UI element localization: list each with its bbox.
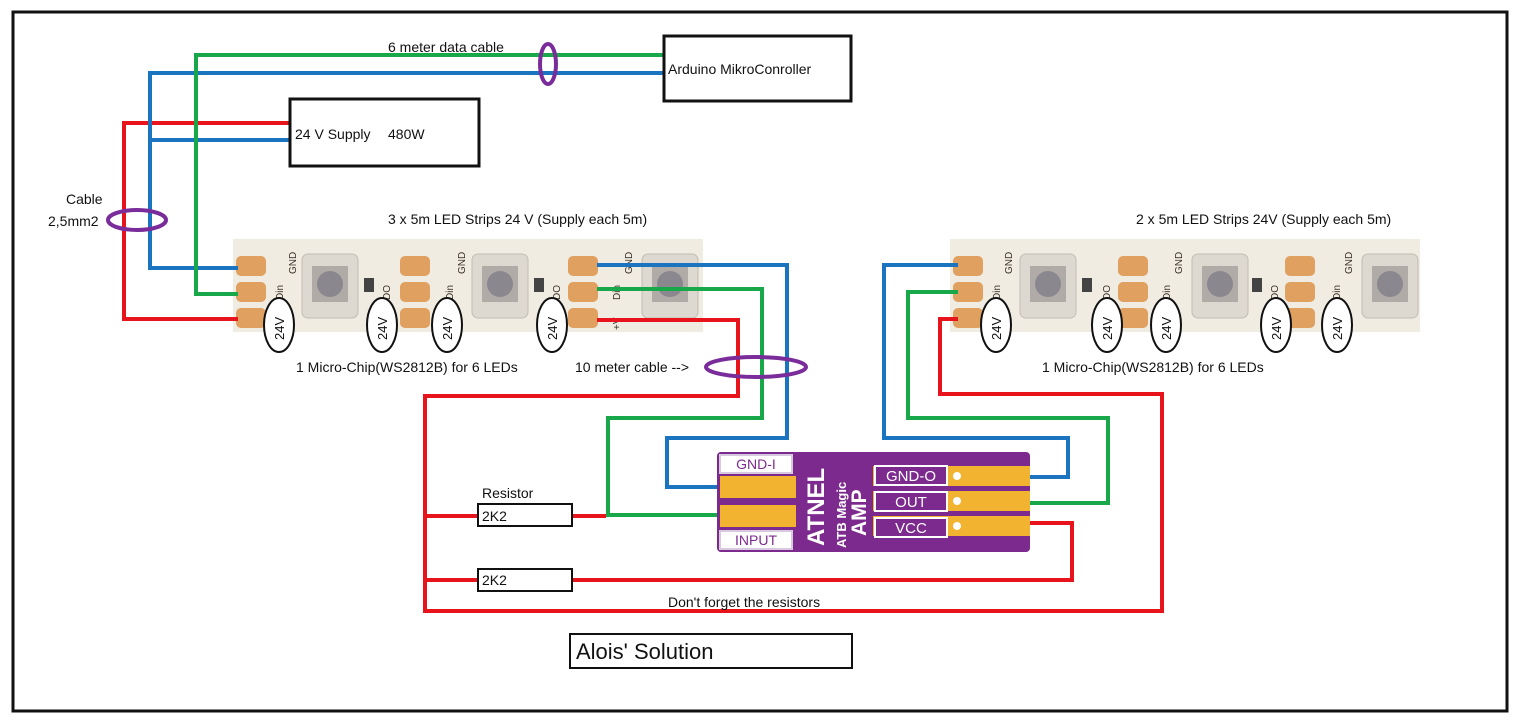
voltage-badge-label: 24V: [545, 317, 560, 340]
din-marking: Din: [612, 285, 623, 300]
voltage-badge-label: 24V: [1100, 317, 1115, 340]
strips-left-title: 3 x 5m LED Strips 24 V (Supply each 5m): [388, 211, 647, 227]
resistor-2: 2K2: [477, 568, 573, 592]
voltage-badges: 24V 24V 24V 24V 24V 24V 24V 24V 24V: [263, 297, 1353, 353]
voltage-badge: 24V: [536, 297, 568, 353]
strip-right-print: Din GND DO Din GND DO Din GND: [992, 252, 1355, 300]
din-marking: Din: [445, 285, 456, 300]
voltage-badge: 24V: [431, 297, 463, 353]
amp-gnd-i: GND-I: [736, 456, 776, 472]
gnd-marking: GND: [457, 252, 468, 274]
cable-ferrites: [106, 42, 808, 379]
voltage-badge: 24V: [1150, 297, 1182, 353]
amp-input: INPUT: [735, 532, 777, 548]
voltage-badge-label: 24V: [375, 317, 390, 340]
ferrite-ring-data: [538, 42, 558, 86]
supply-wattage: 480W: [388, 126, 425, 142]
din-marking: Din: [992, 285, 1003, 300]
amp-brand: ATNEL: [803, 468, 830, 546]
chip-note-right: 1 Micro-Chip(WS2812B) for 6 LEDs: [1042, 359, 1264, 375]
data-wires: [194, 53, 1110, 517]
ferrite-ring-power: [106, 208, 168, 232]
ten-meter-cable-label: 10 meter cable -->: [575, 359, 689, 375]
din-marking: Din: [1162, 285, 1173, 300]
resistor-2-value: 2K2: [482, 572, 507, 588]
amp-gnd-o: GND-O: [886, 468, 936, 485]
do-marking: DO: [1102, 285, 1113, 300]
voltage-badge: 24V: [1091, 297, 1123, 353]
resistor-1: 2K2: [477, 503, 573, 527]
din-marking: Din: [275, 285, 286, 300]
resistor-label: Resistor: [482, 485, 534, 501]
gnd-marking: GND: [1004, 252, 1015, 274]
cable-size-label: 2,5mm2: [48, 213, 99, 229]
voltage-badge: 24V: [980, 297, 1012, 353]
voltage-badge-label: 24V: [1159, 317, 1174, 340]
amp-model-line1: ATB Magic: [834, 482, 849, 548]
supply-box: 24 V Supply 480W: [288, 97, 481, 168]
gnd-marking: GND: [1174, 252, 1185, 274]
cable-label: Cable: [66, 191, 103, 207]
arduino-box: Arduino MikroConroller: [662, 34, 853, 103]
amp-out: OUT: [895, 494, 927, 511]
strip-left-pads: [236, 256, 598, 328]
solution-title-box: Alois' Solution: [569, 633, 853, 669]
led-strip-left: Din GND DO Din GND DO Din GND +V: [233, 239, 703, 332]
voltage-badge-label: 24V: [1269, 317, 1284, 340]
dont-forget-note: Don't forget the resistors: [668, 594, 820, 610]
strip-right-pads: [953, 256, 1315, 328]
amp-vcc: VCC: [895, 520, 927, 537]
din-marking: Din: [1332, 285, 1343, 300]
supply-name: 24 V Supply: [295, 126, 371, 142]
amp-model-line2: AMP: [848, 489, 871, 536]
voltage-badge: 24V: [366, 297, 398, 353]
gnd-marking: GND: [288, 252, 299, 274]
strip-right-leds: [1019, 253, 1419, 319]
plus-v-marking: +V: [612, 317, 623, 330]
data-cable-label: 6 meter data cable: [388, 39, 504, 55]
chip-note-left: 1 Micro-Chip(WS2812B) for 6 LEDs: [296, 359, 518, 375]
atnel-amp-board: GND-I INPUT GND-O OUT VCC ATNEL ATB Magi…: [717, 452, 1030, 552]
voltage-badge-label: 24V: [272, 317, 287, 340]
gnd-marking: GND: [624, 252, 635, 274]
strips-right-title: 2 x 5m LED Strips 24V (Supply each 5m): [1136, 211, 1391, 227]
do-marking: DO: [1270, 285, 1281, 300]
strip-left-print: Din GND DO Din GND DO Din GND +V: [275, 252, 635, 330]
gnd-marking: GND: [1344, 252, 1355, 274]
do-marking: DO: [382, 285, 393, 300]
voltage-badge: 24V: [1321, 297, 1353, 353]
do-marking: DO: [552, 285, 563, 300]
resistor-1-value: 2K2: [482, 508, 507, 524]
arduino-label: Arduino MikroConroller: [668, 61, 812, 77]
voltage-badge-label: 24V: [440, 317, 455, 340]
solution-title: Alois' Solution: [576, 639, 714, 664]
voltage-badge: 24V: [263, 297, 295, 353]
ferrite-ring-10m: [704, 355, 808, 379]
voltage-badge: 24V: [1260, 297, 1292, 353]
voltage-badge-label: 24V: [1330, 317, 1345, 340]
voltage-badge-label: 24V: [989, 317, 1004, 340]
